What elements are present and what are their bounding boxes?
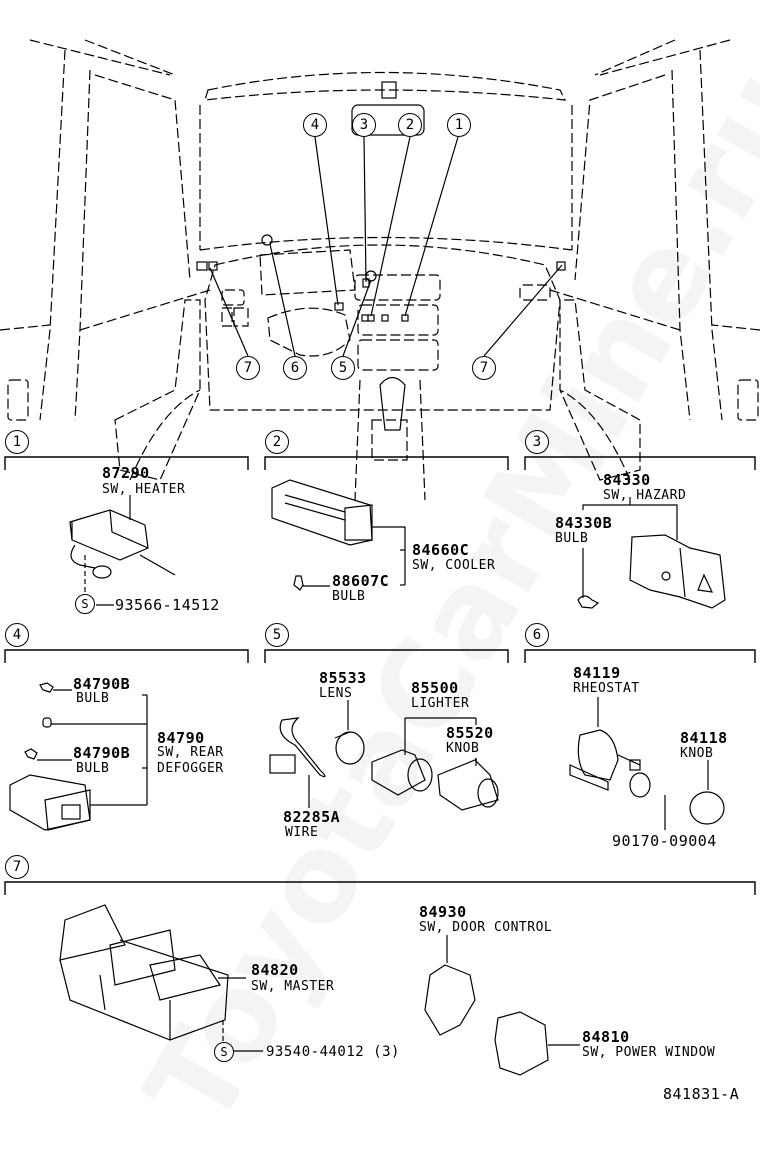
part-name: SW, DOOR CONTROL xyxy=(419,920,553,935)
part-number[interactable]: 84119 xyxy=(573,664,621,682)
callout-7-left[interactable]: 7 xyxy=(236,356,260,380)
section-3-badge: 3 xyxy=(525,430,549,454)
part-name: SW, MASTER xyxy=(251,979,335,994)
part-number[interactable]: 85520 xyxy=(446,724,494,742)
cooler-switch-drawing xyxy=(271,479,406,591)
part-number[interactable]: 84790B xyxy=(73,675,131,693)
diagram-line-art xyxy=(0,39,760,1076)
part-number[interactable]: 85500 xyxy=(411,679,459,697)
part-name: SW, REAR xyxy=(157,745,224,760)
part-name: RHEOSTAT xyxy=(573,681,640,696)
part-number[interactable]: 90170-09004 xyxy=(612,832,717,850)
callout-4[interactable]: 4 xyxy=(303,113,327,137)
callout-1[interactable]: 1 xyxy=(447,113,471,137)
callout-5[interactable]: 5 xyxy=(331,356,355,380)
overview-leaders xyxy=(209,136,563,357)
part-number[interactable]: 84118 xyxy=(680,729,728,747)
part-name: BULB xyxy=(332,589,366,604)
part-number[interactable]: 85533 xyxy=(319,669,367,687)
part-number[interactable]: 84330 xyxy=(603,471,651,489)
callout-3[interactable]: 3 xyxy=(352,113,376,137)
part-number[interactable]: 84660C xyxy=(412,541,470,559)
section-1-badge: 1 xyxy=(5,430,29,454)
part-name: LENS xyxy=(319,686,353,701)
interior-overview xyxy=(0,39,760,501)
lighter-drawing xyxy=(269,700,499,811)
drawing-id: 841831-A xyxy=(663,1085,740,1103)
rheostat-drawing xyxy=(569,697,725,830)
part-name: SW, COOLER xyxy=(412,558,496,573)
callout-2[interactable]: 2 xyxy=(398,113,422,137)
section-2-badge: 2 xyxy=(265,430,289,454)
part-name: WIRE xyxy=(285,825,319,840)
callout-6[interactable]: 6 xyxy=(283,356,307,380)
callout-7-right[interactable]: 7 xyxy=(472,356,496,380)
part-number[interactable]: 84790 xyxy=(157,729,205,747)
standard-part-icon: S xyxy=(75,594,95,614)
part-name: KNOB xyxy=(446,741,480,756)
part-name: BULB xyxy=(76,691,110,706)
part-number[interactable]: 93566-14512 xyxy=(115,596,220,614)
part-name: SW, HAZARD xyxy=(603,488,687,503)
part-name: SW, POWER WINDOW xyxy=(582,1045,716,1060)
section-6-badge: 6 xyxy=(525,623,549,647)
section-brackets xyxy=(4,456,756,895)
defogger-switch-drawing xyxy=(9,682,148,831)
section-4-badge: 4 xyxy=(5,623,29,647)
standard-part-icon: S xyxy=(214,1042,234,1062)
overview-switch-marks xyxy=(196,234,566,322)
part-number[interactable]: 82285A xyxy=(283,808,341,826)
hazard-switch-drawing xyxy=(577,497,726,609)
part-name-continued: DEFOGGER xyxy=(157,761,224,776)
section-5-badge: 5 xyxy=(265,623,289,647)
part-number[interactable]: 84930 xyxy=(419,903,467,921)
part-name: SW, HEATER xyxy=(102,482,186,497)
part-number[interactable]: 84790B xyxy=(73,744,131,762)
window-switches-drawing xyxy=(59,904,580,1076)
part-name: LIGHTER xyxy=(411,696,470,711)
heater-switch-drawing xyxy=(69,495,176,606)
part-number[interactable]: 84330B xyxy=(555,514,613,532)
part-number[interactable]: 84820 xyxy=(251,961,299,979)
part-number[interactable]: 93540-44012 (3) xyxy=(266,1044,400,1060)
section-7-badge: 7 xyxy=(5,855,29,879)
part-number[interactable]: 84810 xyxy=(582,1028,630,1046)
part-number[interactable]: 88607C xyxy=(332,572,390,590)
part-name: BULB xyxy=(555,531,589,546)
part-number[interactable]: 87290 xyxy=(102,464,150,482)
part-name: BULB xyxy=(76,761,110,776)
part-name: KNOB xyxy=(680,746,714,761)
